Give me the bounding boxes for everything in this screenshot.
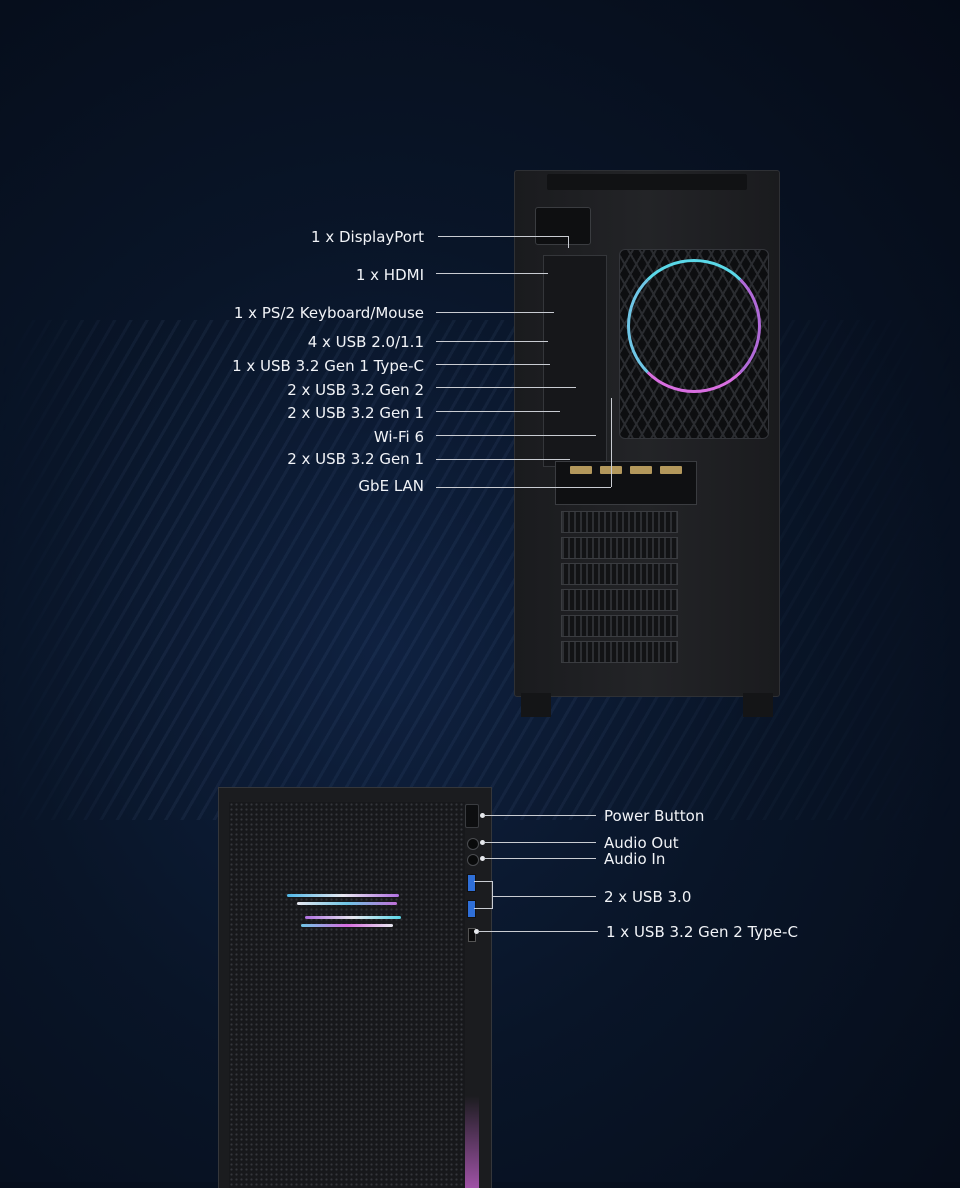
- leader-line: [484, 815, 596, 816]
- front-usb-port: [467, 900, 476, 918]
- label-usb32-gen1-b: 2 x USB 3.2 Gen 1: [287, 450, 424, 468]
- label-hdmi: 1 x HDMI: [355, 266, 424, 284]
- front-rgb-edge: [465, 958, 479, 1188]
- label-usb32-gen2: 2 x USB 3.2 Gen 2: [287, 381, 424, 399]
- pc-front-view: [218, 787, 492, 1188]
- label-displayport: 1 x DisplayPort: [311, 228, 424, 246]
- leader-line: [474, 881, 492, 882]
- psu-socket: [535, 207, 591, 245]
- leader-line: [478, 931, 598, 932]
- gpu-port: [570, 466, 592, 474]
- io-shield: [543, 255, 607, 467]
- rgb-glow: [305, 916, 401, 919]
- front-mesh-panel: [229, 802, 465, 1188]
- leader-line: [436, 364, 550, 365]
- label-ps2: 1 x PS/2 Keyboard/Mouse: [233, 304, 424, 322]
- label-wifi6: Wi-Fi 6: [373, 428, 424, 446]
- label-front-usb30: 2 x USB 3.0: [604, 888, 692, 906]
- leader-line: [436, 387, 576, 388]
- leader-line: [438, 236, 568, 237]
- label-power-button: Power Button: [604, 807, 705, 825]
- label-usb32-gen1-typec: 1 x USB 3.2 Gen 1 Type-C: [232, 357, 424, 375]
- rgb-fan-ring: [627, 259, 761, 393]
- rgb-glow: [297, 902, 397, 905]
- leader-line: [436, 459, 570, 460]
- case-foot: [743, 693, 773, 717]
- leader-line: [436, 312, 554, 313]
- rgb-glow: [301, 924, 393, 927]
- front-usbc-port: [468, 928, 476, 942]
- expansion-slot: [561, 615, 678, 637]
- label-audio-in: Audio In: [604, 850, 666, 868]
- gpu-bracket: [555, 461, 697, 505]
- audio-in-jack: [467, 854, 479, 866]
- gpu-port: [630, 466, 652, 474]
- leader-dot: [480, 856, 485, 861]
- leader-line: [484, 842, 596, 843]
- expansion-slot: [561, 563, 678, 585]
- label-audio-out: Audio Out: [604, 834, 679, 852]
- label-usb32-gen1-a: 2 x USB 3.2 Gen 1: [287, 404, 424, 422]
- leader-line: [436, 273, 548, 274]
- pc-rear-view: [514, 170, 780, 717]
- leader-line: [484, 858, 596, 859]
- leader-line: [436, 341, 548, 342]
- label-gbe-lan: GbE LAN: [358, 477, 424, 495]
- label-usb20: 4 x USB 2.0/1.1: [307, 333, 424, 351]
- leader-dot: [480, 813, 485, 818]
- background-stripes: [0, 320, 960, 820]
- expansion-slot: [561, 589, 678, 611]
- gpu-port: [660, 466, 682, 474]
- leader-line: [474, 908, 492, 909]
- leader-dot: [480, 840, 485, 845]
- leader-line: [436, 435, 596, 436]
- leader-line: [492, 896, 596, 897]
- power-button: [465, 804, 479, 828]
- leader-line: [436, 487, 611, 488]
- rgb-glow: [287, 894, 399, 897]
- leader-dot: [474, 929, 479, 934]
- case-foot: [521, 693, 551, 717]
- front-usb-port: [467, 874, 476, 892]
- expansion-slot: [561, 641, 678, 663]
- expansion-slot: [561, 511, 678, 533]
- leader-line: [611, 398, 612, 487]
- label-front-usbc: 1 x USB 3.2 Gen 2 Type-C: [606, 923, 798, 941]
- leader-line: [492, 881, 493, 909]
- expansion-slot: [561, 537, 678, 559]
- rear-top-handle: [547, 174, 747, 190]
- leader-line: [568, 236, 569, 248]
- leader-line: [436, 411, 560, 412]
- audio-out-jack: [467, 838, 479, 850]
